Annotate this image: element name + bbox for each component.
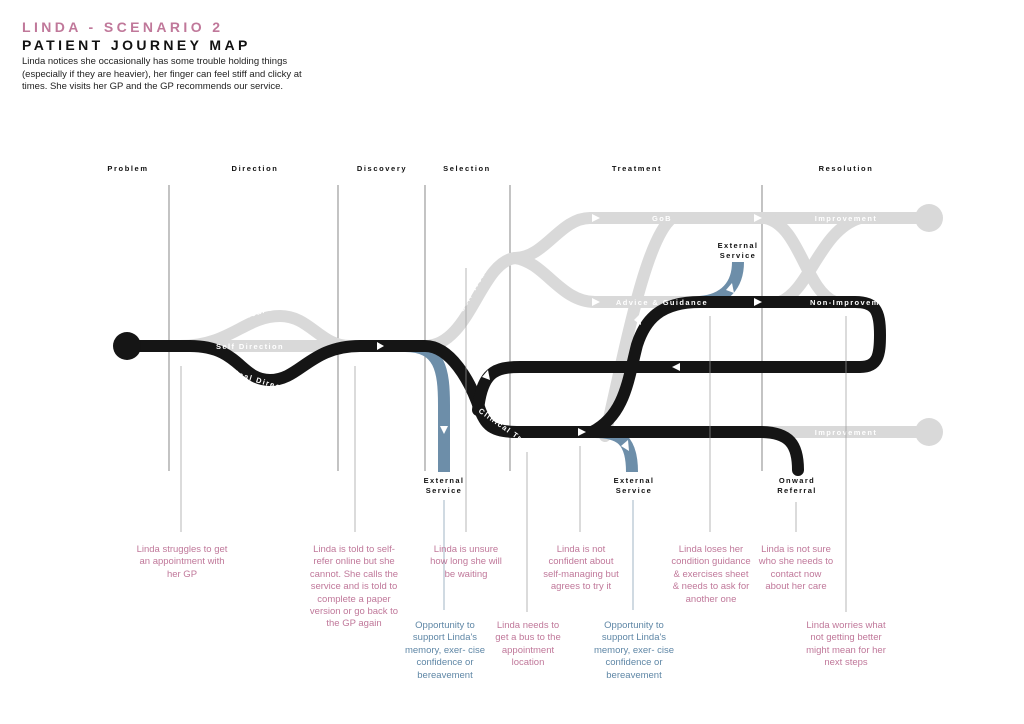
label-improvement-bottom: Improvement — [815, 428, 878, 437]
label-self-direction: Self Direction — [216, 342, 284, 351]
stage-discovery: Discovery — [357, 164, 407, 173]
external-service-1-line1: External — [424, 476, 465, 485]
pain-point-self-managing: Linda is not confident about self-managi… — [543, 544, 619, 593]
label-advice-guidance: Advice & Guidance — [616, 298, 708, 307]
external-service-top-line1: External — [718, 241, 759, 250]
onward-referral-line2: Referral — [777, 486, 817, 495]
scenario-subtitle: LINDA - SCENARIO 2 — [22, 19, 224, 35]
route-clinical-direction — [122, 340, 601, 438]
grey-routes — [134, 212, 936, 442]
pain-point-lost-sheet: Linda loses her condition guidance & exe… — [671, 544, 751, 605]
stage-direction: Direction — [232, 164, 279, 173]
main-route — [122, 296, 886, 476]
pain-point-contact: Linda is not sure who she needs to conta… — [758, 544, 834, 593]
route-cross-gob — [599, 212, 678, 442]
stage-treatment: Treatment — [612, 164, 662, 173]
route-non-improvement-loop — [472, 296, 886, 438]
opportunity-note-2: Opportunity to support Linda's memory, e… — [593, 620, 675, 681]
external-service-2-line2: Service — [616, 486, 653, 495]
pain-point-gp-appointment: Linda struggles to get an appointment wi… — [136, 544, 228, 580]
route-onward-referral — [589, 426, 804, 476]
onward-referral-line1: Onward — [779, 476, 815, 485]
start-dot — [113, 332, 141, 360]
stage-dividers — [168, 185, 763, 471]
pain-point-bus: Linda needs to get a bus to the appointm… — [495, 620, 561, 669]
stage-selection: Selection — [443, 164, 491, 173]
pain-point-worries: Linda worries what not getting better mi… — [806, 620, 886, 669]
direction-arrows — [377, 214, 762, 451]
scenario-intro: Linda notices she occasionally has some … — [22, 56, 302, 92]
node-labels: External Service External Service Extern… — [424, 241, 817, 495]
note-connectors — [180, 268, 847, 612]
label-improvement-top: Improvement — [815, 214, 878, 223]
end-dot-improvement-bottom — [915, 418, 943, 446]
opportunity-note-1: Opportunity to support Linda's memory, e… — [404, 620, 486, 681]
stage-problem: Problem — [107, 164, 148, 173]
label-gob: GoB — [652, 214, 672, 223]
pain-point-waiting: Linda is unsure how long she will be wai… — [430, 544, 502, 580]
stage-resolution: Resolution — [819, 164, 874, 173]
label-non-improvement: Non-Improvement — [810, 298, 895, 307]
page-title: PATIENT JOURNEY MAP — [22, 37, 251, 53]
external-service-top-line2: Service — [720, 251, 757, 260]
pain-point-self-refer: Linda is told to self-refer online but s… — [309, 544, 399, 630]
end-dot-improvement-top — [915, 204, 943, 232]
route-non-clinical-direction — [174, 309, 356, 352]
route-external-service-1 — [404, 340, 450, 472]
external-service-2-line1: External — [614, 476, 655, 485]
external-service-1-line2: Service — [426, 486, 463, 495]
route-gob — [419, 212, 936, 352]
